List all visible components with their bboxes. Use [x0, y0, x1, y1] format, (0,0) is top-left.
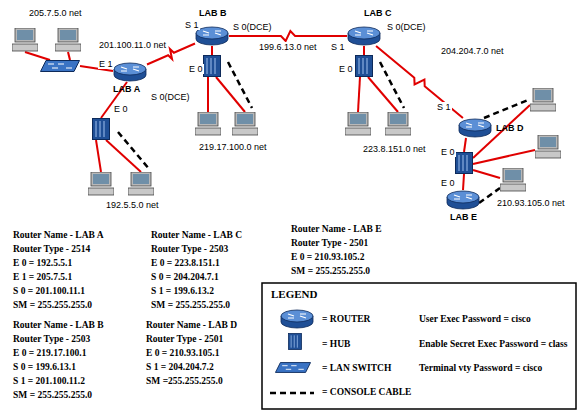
- interface-label: S 0(DCE): [386, 22, 427, 32]
- router-info: Router Name - LAB C: [150, 230, 243, 240]
- router-info: S 1 = 204.204.7.2: [145, 362, 215, 372]
- interface-label: S 0(DCE): [150, 92, 191, 102]
- router-name: LAB D: [496, 123, 524, 133]
- password-note: Terminal vty Password = cisco: [418, 363, 543, 373]
- router-name: LAB B: [199, 8, 227, 18]
- legend-text: = HUB: [322, 339, 350, 349]
- router-info: E 0 = 210.93.105.2: [290, 252, 366, 262]
- router-info: E 1 = 205.7.5.1: [12, 272, 73, 282]
- router-symbol: [347, 26, 381, 46]
- router-info: Router Type - 2503: [12, 334, 91, 344]
- network-label: 192.5.5.0 net: [105, 200, 160, 210]
- router-symbol: [113, 62, 147, 82]
- interface-label: S 1: [330, 42, 346, 52]
- link-network-label: 201.100.11.0 net: [98, 40, 167, 50]
- interface-label: E 0: [113, 104, 129, 114]
- router-symbol: [446, 190, 480, 210]
- interface-label: E 0: [440, 147, 456, 157]
- interface-label: E 0: [188, 64, 204, 74]
- router-info: S 1 = 201.100.11.2: [12, 376, 86, 386]
- router-symbol: [195, 26, 229, 46]
- interface-label: E 0: [338, 64, 354, 74]
- router-icon: LAB E: [446, 190, 480, 210]
- legend-text: = CONSOLE CABLE: [322, 387, 411, 397]
- router-info: SM = 255.255.255.0: [12, 300, 93, 310]
- router-icon: LAB C: [347, 26, 381, 46]
- network-label: 219.17.100.0 net: [198, 142, 268, 152]
- interface-label: E 0: [440, 178, 456, 188]
- router-info: SM = 255.255.255.0: [290, 266, 371, 276]
- router-info: E 0 = 210.93.105.1: [145, 348, 221, 358]
- router-symbol: [458, 118, 492, 138]
- router-info: S 0 = 204.204.7.1: [150, 272, 220, 282]
- router-icon: LAB B: [195, 26, 229, 46]
- interface-label: S 1: [184, 20, 200, 30]
- link-network-label: 204.204.7.0 net: [440, 46, 505, 56]
- serial-link: [376, 46, 463, 118]
- serial-link: [229, 31, 347, 41]
- router-info: Router Type - 2501: [290, 238, 369, 248]
- router-info: S 0 = 199.6.13.1: [12, 362, 77, 372]
- interface-label: S 0(DCE): [232, 22, 273, 32]
- router-info: SM = 255.255.255.0: [150, 300, 231, 310]
- router-info: SM =255.255.255.0: [145, 376, 224, 386]
- router-info: E 0 = 219.17.100.1: [12, 348, 88, 358]
- network-label: 205.7.5.0 net: [28, 8, 83, 18]
- router-info: Router Type - 2514: [12, 244, 91, 254]
- router-info: E 0 = 192.5.5.1: [12, 258, 73, 268]
- router-info: S 1 = 199.6.13.2: [150, 286, 215, 296]
- router-icon: LAB A: [113, 62, 147, 82]
- legend-text: = LAN SWITCH: [322, 363, 391, 373]
- router-info: Router Name - LAB E: [290, 224, 383, 234]
- router-info: Router Name - LAB A: [12, 230, 105, 240]
- router-info: E 0 = 223.8.151.1: [150, 258, 221, 268]
- router-info: Router Name - LAB B: [12, 320, 105, 330]
- router-info: Router Type - 2501: [145, 334, 224, 344]
- router-name: LAB E: [450, 212, 477, 222]
- router-info: SM = 255.255.255.0: [12, 390, 93, 400]
- router-icon: LAB D: [458, 118, 492, 138]
- legend-title: LEGEND: [270, 288, 318, 300]
- network-label: 210.93.105.0 net: [496, 198, 566, 208]
- interface-label: S 1: [436, 102, 452, 112]
- router-info: S 0 = 201.100.11.1: [12, 286, 86, 296]
- password-note: User Exec Password = cisco: [418, 314, 532, 324]
- interface-label: E 1: [98, 59, 114, 69]
- router-name: LAB C: [364, 8, 392, 18]
- legend-text: = ROUTER: [322, 314, 370, 324]
- router-info: Router Name - LAB D: [145, 320, 238, 330]
- router-name: LAB A: [113, 84, 140, 94]
- router-info: Router Type - 2503: [150, 244, 229, 254]
- link-network-label: 199.6.13.0 net: [258, 42, 318, 52]
- network-label: 223.8.151.0 net: [362, 144, 427, 154]
- password-note: Enable Secret Exec Password = class: [418, 339, 569, 349]
